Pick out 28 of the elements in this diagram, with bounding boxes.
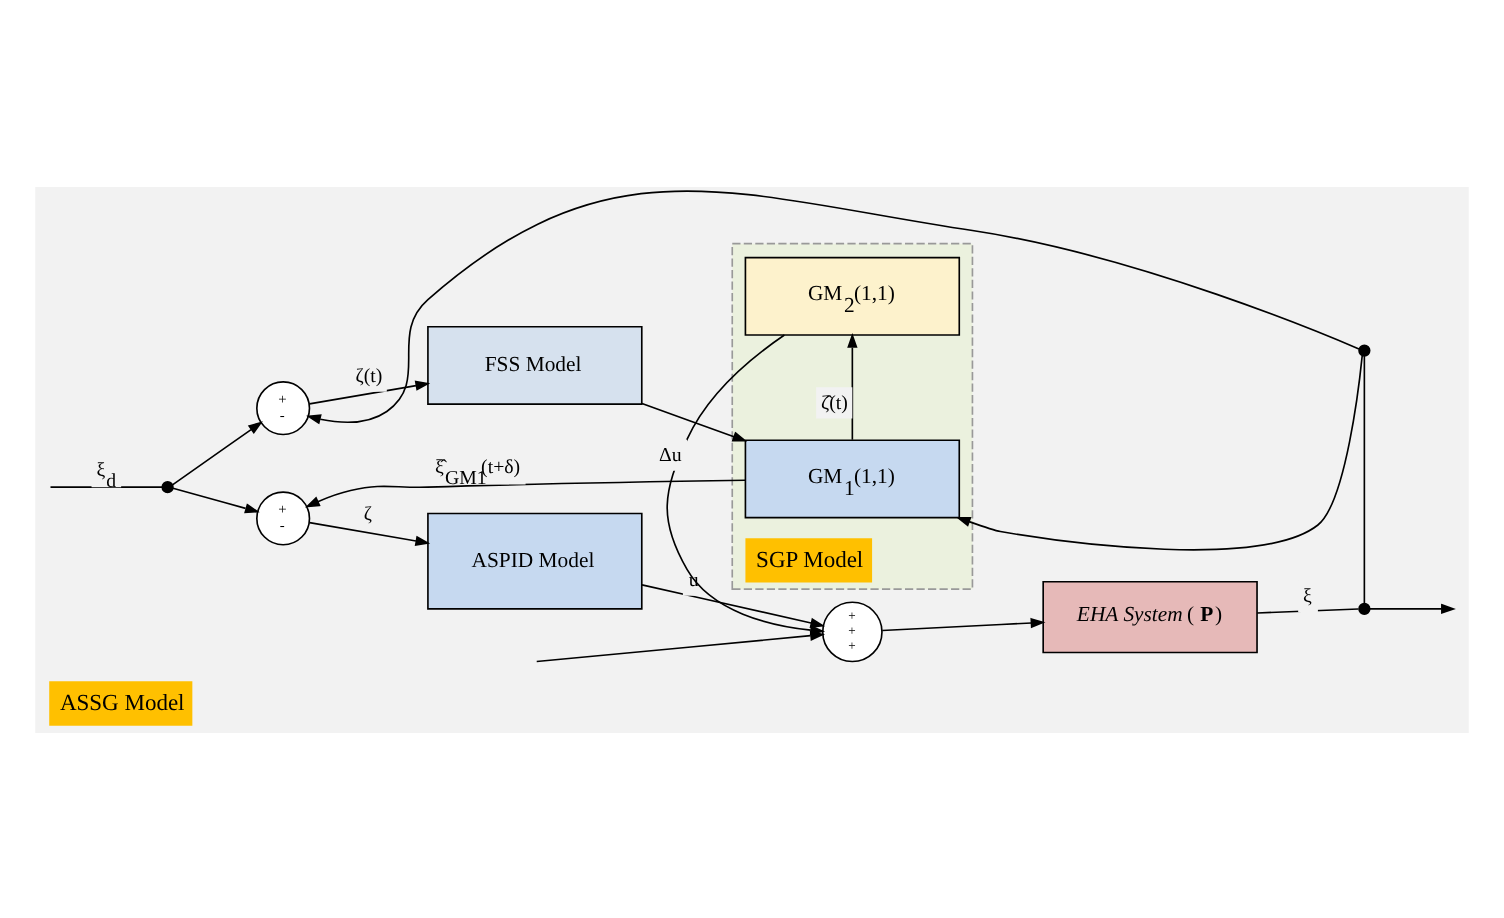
arrow [641,401,748,441]
arrow [308,520,431,546]
arrow [641,583,826,627]
edge-label: ζ [363,503,372,526]
node-circle [1358,343,1371,356]
edge-label: ξ [1303,585,1312,608]
node-circle: + - [256,380,311,435]
edge-label: ζ(t) [355,365,383,388]
node-circle: + - [256,490,311,545]
connector [1256,607,1360,613]
arrow [308,379,431,404]
arrow [1368,602,1456,614]
arrow [171,420,263,485]
arrow [305,478,746,507]
node-box: FSS Model [427,324,643,404]
node-circle [1358,601,1371,615]
arrow [881,616,1046,631]
connector [49,485,164,487]
edge-label: ζ̂(t) [821,391,848,414]
node-box: ASPID Model [427,511,643,609]
arrow [847,332,858,440]
connector [1363,354,1366,604]
arrow [172,486,260,513]
node-box: EHA System (P) [1042,579,1258,653]
edge-label: Δu [659,444,682,467]
arrow [955,353,1364,550]
arrow [306,189,1360,424]
node-circle [161,480,174,493]
